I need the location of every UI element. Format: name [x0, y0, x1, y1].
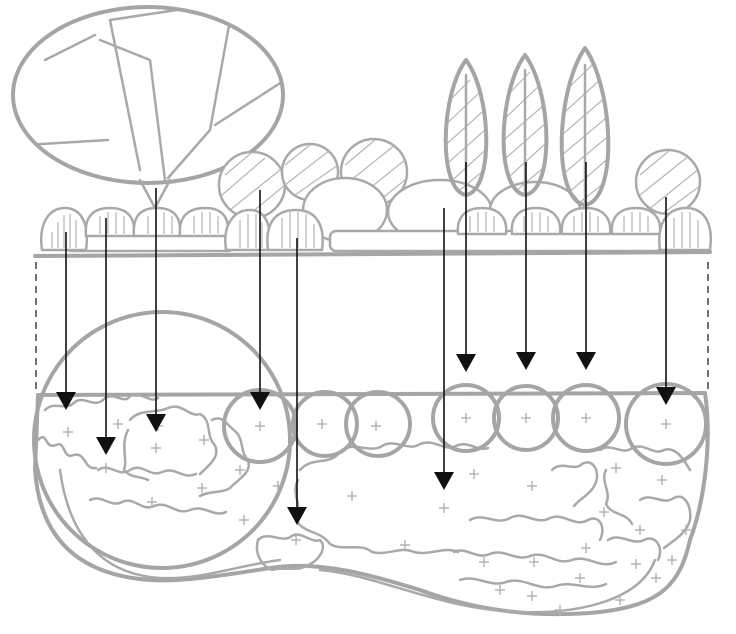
- plus-marker: [371, 421, 381, 431]
- plus-marker: [611, 463, 621, 473]
- plus-marker: [527, 481, 537, 491]
- plus-marker: [291, 535, 301, 545]
- plus-markers: [63, 413, 691, 615]
- plus-marker: [255, 421, 265, 431]
- plus-marker: [147, 497, 157, 507]
- plus-marker: [347, 491, 357, 501]
- projection-arrow: [656, 197, 676, 405]
- low-hedge-row: [39, 206, 713, 253]
- projection-arrow: [287, 238, 307, 525]
- plus-marker: [575, 573, 585, 583]
- plus-marker: [581, 543, 591, 553]
- plus-marker: [469, 469, 479, 479]
- plus-marker: [113, 419, 123, 429]
- plus-marker: [199, 435, 209, 445]
- round-shrub-right-icon: [634, 148, 702, 216]
- plus-marker: [461, 413, 471, 423]
- plus-marker: [631, 559, 641, 569]
- plus-marker: [273, 481, 283, 491]
- plus-marker: [521, 413, 531, 423]
- broadleaf-tree-icon: [11, 5, 285, 210]
- plus-marker: [615, 595, 625, 605]
- plus-marker: [581, 413, 591, 423]
- projection-arrow: [576, 162, 596, 370]
- plan-view: [32, 310, 710, 617]
- plus-marker: [635, 525, 645, 535]
- plus-marker: [235, 465, 245, 475]
- plus-marker: [101, 463, 111, 473]
- elevation-view: [11, 5, 713, 258]
- plus-marker: [555, 605, 565, 615]
- plus-marker: [239, 515, 249, 525]
- projection-arrow: [516, 162, 536, 370]
- ground-line: [33, 250, 712, 258]
- plus-marker: [63, 427, 73, 437]
- columnar-cypress-icon: [443, 46, 611, 207]
- plus-marker: [317, 419, 327, 429]
- plus-marker: [599, 507, 609, 517]
- plus-marker: [400, 540, 410, 550]
- plus-marker: [661, 419, 671, 429]
- plus-marker: [681, 525, 691, 535]
- projection-arrow: [456, 162, 476, 372]
- plus-marker: [651, 573, 661, 583]
- plus-marker: [479, 557, 489, 567]
- plus-marker: [495, 585, 505, 595]
- tree-canopy-plan-icon: [32, 310, 292, 570]
- groundcover-plan: [36, 393, 692, 589]
- projection-arrow: [250, 190, 270, 410]
- plus-marker: [151, 443, 161, 453]
- plus-marker: [657, 475, 667, 485]
- projection-arrows: [56, 162, 676, 525]
- plan-bed-outline: [33, 391, 710, 617]
- plus-marker: [527, 591, 537, 601]
- projection-arrow: [96, 218, 116, 455]
- plus-marker: [529, 557, 539, 567]
- plant-plan-circle-icon: [222, 382, 708, 466]
- plus-marker: [197, 483, 207, 493]
- plus-marker: [439, 503, 449, 513]
- projection-arrow: [434, 208, 454, 490]
- projection-arrow: [56, 232, 76, 410]
- projection-arrow: [146, 188, 166, 432]
- plus-marker: [667, 555, 677, 565]
